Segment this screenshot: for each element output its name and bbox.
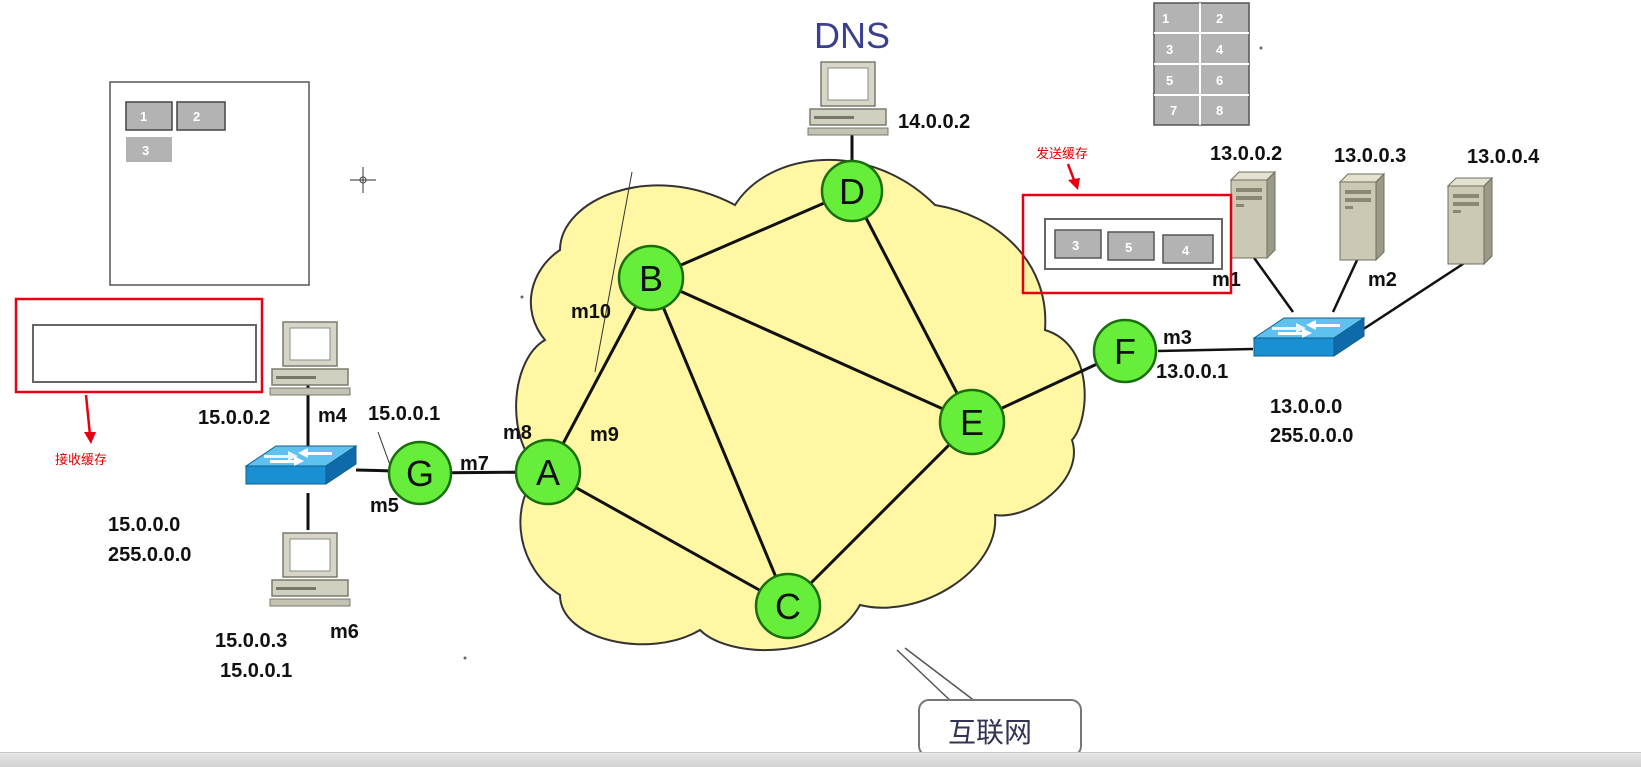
- port-m4: m4: [318, 405, 348, 427]
- router-a[interactable]: A: [514, 438, 582, 506]
- router-f-label: F: [1114, 331, 1136, 372]
- link-c-e: [786, 420, 974, 608]
- send-buffer: 发送缓存 3 5 4: [1021, 146, 1233, 295]
- grid-cell-5: 5: [1166, 73, 1173, 88]
- grid-cell-8: 8: [1216, 103, 1223, 118]
- link-b-e: [650, 276, 973, 424]
- router-e[interactable]: E: [938, 388, 1006, 456]
- grid-cell-2: 2: [1216, 11, 1223, 26]
- server-1-ip: 13.0.0.2: [1210, 143, 1282, 165]
- port-m10: m10: [571, 301, 611, 323]
- router-b-label: B: [639, 258, 663, 299]
- server-13-0-0-4-icon[interactable]: [1447, 177, 1493, 265]
- receive-window-panel: 1 2 3: [109, 81, 310, 286]
- router-d-label: D: [839, 171, 865, 212]
- router-d[interactable]: D: [820, 159, 884, 223]
- receive-cell-2: [176, 101, 226, 131]
- send-buffer-note: 发送缓存: [1036, 146, 1088, 162]
- port-m7: m7: [460, 453, 489, 475]
- server-13-0-0-3-icon[interactable]: [1339, 173, 1385, 261]
- receive-cell-3: [126, 137, 172, 162]
- receive-cell-1: [125, 101, 173, 131]
- left-switch-icon[interactable]: [245, 445, 357, 485]
- router-c[interactable]: C: [754, 572, 822, 640]
- left-network-address: 15.0.0.0: [108, 514, 180, 536]
- link-b-c: [649, 277, 790, 607]
- speck: [520, 295, 524, 299]
- grid-cell-4: 4: [1216, 42, 1224, 57]
- right-switch-icon[interactable]: [1253, 317, 1365, 357]
- router-g[interactable]: G: [387, 440, 453, 506]
- host-15-0-0-2-icon[interactable]: [269, 321, 351, 396]
- port-m1: m1: [1212, 269, 1241, 291]
- dns-server-icon[interactable]: [807, 61, 889, 136]
- left-host-top-ip: 15.0.0.2: [198, 407, 270, 429]
- grid-cell-7: 7: [1170, 103, 1177, 118]
- right-gateway-ip: 13.0.0.1: [1156, 361, 1228, 383]
- right-network-address: 13.0.0.0: [1270, 396, 1342, 418]
- dns-label: DNS: [814, 15, 890, 56]
- send-cell-5: [1107, 231, 1155, 261]
- router-c-label: C: [775, 586, 801, 627]
- receive-buffer-note: 接收缓存: [55, 452, 107, 468]
- port-m6: m6: [330, 621, 359, 643]
- left-network-mask: 255.0.0.0: [108, 544, 191, 566]
- internet-label-callout: 互联网: [896, 647, 1082, 757]
- send-cell-4: [1162, 234, 1214, 264]
- internet-label: 互联网: [948, 716, 1032, 749]
- server-13-0-0-2-icon[interactable]: [1230, 171, 1276, 259]
- port-m9: m9: [590, 424, 619, 446]
- router-b[interactable]: B: [617, 244, 685, 312]
- segment-grid: 1 2 3 4 5 6 7 8: [1153, 2, 1250, 126]
- router-g-label: G: [406, 453, 434, 494]
- right-lan-links: [1157, 254, 1467, 353]
- send-cell-5-label: 5: [1125, 240, 1132, 255]
- router-f[interactable]: F: [1092, 318, 1158, 384]
- receive-cell-1-label: 1: [140, 109, 147, 124]
- left-host-bottom-ip: 15.0.0.3: [215, 630, 287, 652]
- link-a-c: [547, 470, 789, 608]
- grid-cell-1: 1: [1162, 11, 1169, 26]
- server-3-ip: 13.0.0.4: [1467, 146, 1540, 168]
- grid-cell-6: 6: [1216, 73, 1223, 88]
- receive-cell-2-label: 2: [193, 109, 200, 124]
- speck: [1259, 46, 1263, 50]
- crosshair-icon: [350, 167, 376, 193]
- send-cell-4-label: 4: [1182, 243, 1190, 258]
- port-m2: m2: [1368, 269, 1397, 291]
- receive-buffer: 接收缓存: [14, 297, 264, 468]
- host-15-0-0-3-icon[interactable]: [269, 532, 351, 607]
- grid-cell-3: 3: [1166, 42, 1173, 57]
- router-e-label: E: [960, 402, 984, 443]
- server-2-ip: 13.0.0.3: [1334, 145, 1406, 167]
- right-network-mask: 255.0.0.0: [1270, 425, 1353, 447]
- gateway-pointer-line: [377, 431, 391, 466]
- dns-ip: 14.0.0.2: [898, 111, 970, 133]
- port-m8: m8: [503, 422, 532, 444]
- receive-cell-3-label: 3: [142, 143, 149, 158]
- left-gateway-ip: 15.0.0.1: [368, 403, 440, 425]
- port-m5: m5: [370, 495, 399, 517]
- annotation-line: [594, 171, 633, 373]
- send-cell-3-label: 3: [1072, 238, 1079, 253]
- router-a-label: A: [536, 452, 560, 493]
- speck: [463, 656, 467, 660]
- link-b-d: [650, 189, 853, 280]
- send-cell-3: [1054, 229, 1102, 259]
- left-host-bottom-gateway: 15.0.0.1: [220, 660, 292, 682]
- link-b-a: [546, 277, 653, 473]
- port-m3: m3: [1163, 327, 1192, 349]
- link-d-e: [850, 190, 974, 423]
- window-bottom-scrollbar[interactable]: [0, 752, 1641, 767]
